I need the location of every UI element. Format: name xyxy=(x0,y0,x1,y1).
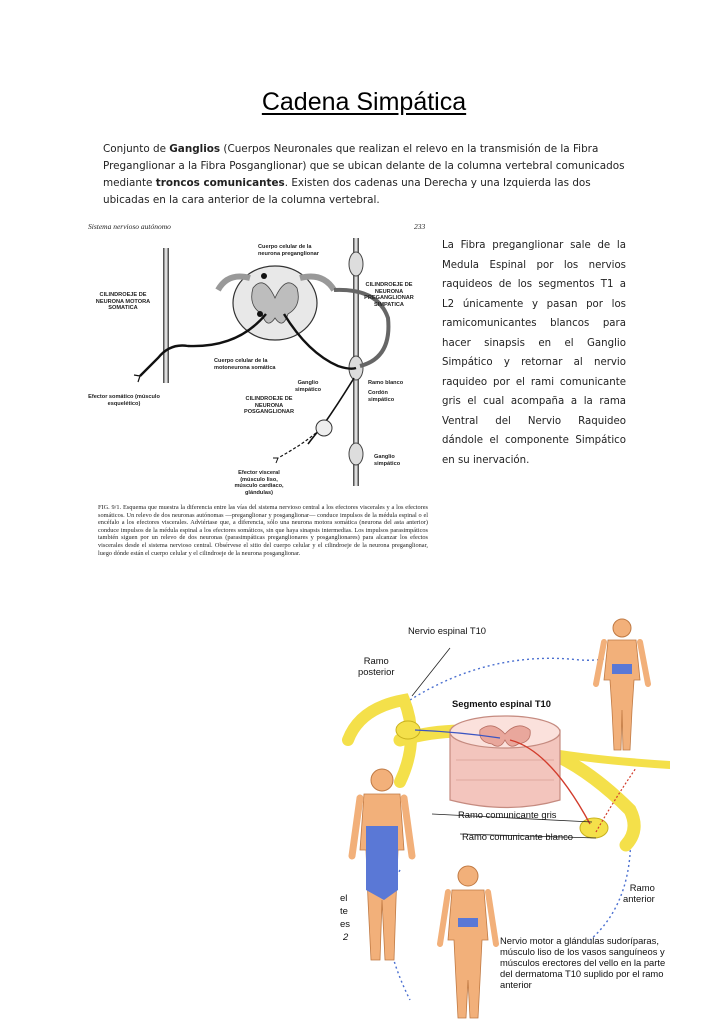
intro-paragraph: Conjunto de Ganglios (Cuerpos Neuronales… xyxy=(103,143,625,206)
label-nervio-motor: Nervio motor a glándulas sudoríparas, mú… xyxy=(500,935,666,990)
term-troncos: troncos comunicantes xyxy=(155,177,285,189)
label-efector-visceral: Efector visceral (músculo liso, músculo … xyxy=(234,470,284,496)
label-ramo-blanco-2: Ramo comunicante blanco xyxy=(462,831,573,842)
label-cil-pre: CILINDROEJE DE NEURONA PREGANGLIONAR SIM… xyxy=(364,282,414,308)
ramus-loop xyxy=(333,287,391,368)
chain-ganglion-low xyxy=(348,442,364,466)
sympathetic-ganglion xyxy=(579,817,609,839)
figure1-page-number: 233 xyxy=(414,222,426,231)
pointer-ramo-blanco xyxy=(459,833,597,839)
label-nervio-espinal: Nervio espinal T10 xyxy=(408,625,486,636)
figure-front-left xyxy=(348,768,416,961)
pointer-nervio-espinal xyxy=(411,647,451,697)
text-fragment-4: 2 xyxy=(343,932,349,943)
label-ramo-gris: Ramo comunicante gris xyxy=(458,809,557,820)
visceral-fiber xyxy=(277,432,317,459)
figure-autonomic-schematic: Sistema nervioso autónomo 233 Cuerpo cel… xyxy=(88,218,433,580)
segment-gray-matter xyxy=(479,725,531,747)
preganglionic-soma xyxy=(261,273,267,279)
text-fragment-1: el xyxy=(340,893,348,904)
segment-top-face xyxy=(449,715,561,749)
side-explanation: La Fibra preganglionar sale de la Medula… xyxy=(442,240,626,466)
preganglionic-fiber-red xyxy=(509,739,591,825)
label-efector-somatico: Efector somático (músculo esquelético) xyxy=(88,394,160,407)
figure2-drawing xyxy=(342,618,674,1019)
label-ramo-posterior: Ramo posterior xyxy=(358,655,395,677)
label-cordon-simpatico: Cordón simpático xyxy=(368,390,395,403)
somatic-motor-fiber xyxy=(139,313,267,377)
dorsal-root xyxy=(215,273,251,292)
label-ramo-blanco: Ramo blanco xyxy=(368,380,404,386)
label-cil-posganglionar: CILINDROEJE DE NEURONA POSGANGLIONAR xyxy=(243,396,295,415)
label-segmento: Segmento espinal T10 xyxy=(452,698,551,709)
figure1-header: Sistema nervioso autónomo xyxy=(88,222,171,231)
label-cuerpo-motor: Cuerpo celular de la motoneurona somátic… xyxy=(214,358,276,371)
label-cil-motora: CILINDROEJE DE NEURONA MOTORA SOMATICA xyxy=(95,292,151,311)
label-cuerpo-pre: Cuerpo celular de la neurona preganglion… xyxy=(258,244,319,257)
dermatome-band-center xyxy=(458,918,478,927)
dermatome-path xyxy=(409,647,626,701)
figure-t10-segment: Nervio espinal T10 Ramo posterior Segmen… xyxy=(340,600,674,1020)
text-fragment-2: te xyxy=(340,906,348,917)
postganglionic-fiber-red xyxy=(595,767,637,833)
pointer-ramo-gris xyxy=(431,813,593,823)
dorsal-root-right xyxy=(299,273,337,292)
sensory-fiber xyxy=(414,729,501,739)
page-title: Cadena Simpática xyxy=(261,88,467,116)
dermatome-band-back xyxy=(612,664,632,674)
figure-back-view xyxy=(593,618,651,751)
label-ganglio-simpatico-2: Ganglio simpático xyxy=(374,454,401,467)
chain-ganglion-top xyxy=(348,251,364,277)
figure1-caption: FIG. 9/1. Esquema que muestra la diferen… xyxy=(98,504,428,557)
prevertebral-ganglion xyxy=(315,419,333,437)
motor-soma xyxy=(257,311,263,317)
preganglionic-fiber xyxy=(282,313,357,370)
figure-front-center xyxy=(437,865,499,1019)
text-fragment-3: es xyxy=(340,919,351,930)
label-ganglio-simpatico: Ganglio simpático xyxy=(294,380,322,393)
label-ramo-anterior: Ramo anterior xyxy=(623,882,655,904)
figure1-drawing xyxy=(133,238,391,486)
posterior-ramus-nerve xyxy=(342,693,418,788)
term-ganglios: Ganglios xyxy=(169,143,221,155)
dermatome-area-left xyxy=(366,826,398,900)
